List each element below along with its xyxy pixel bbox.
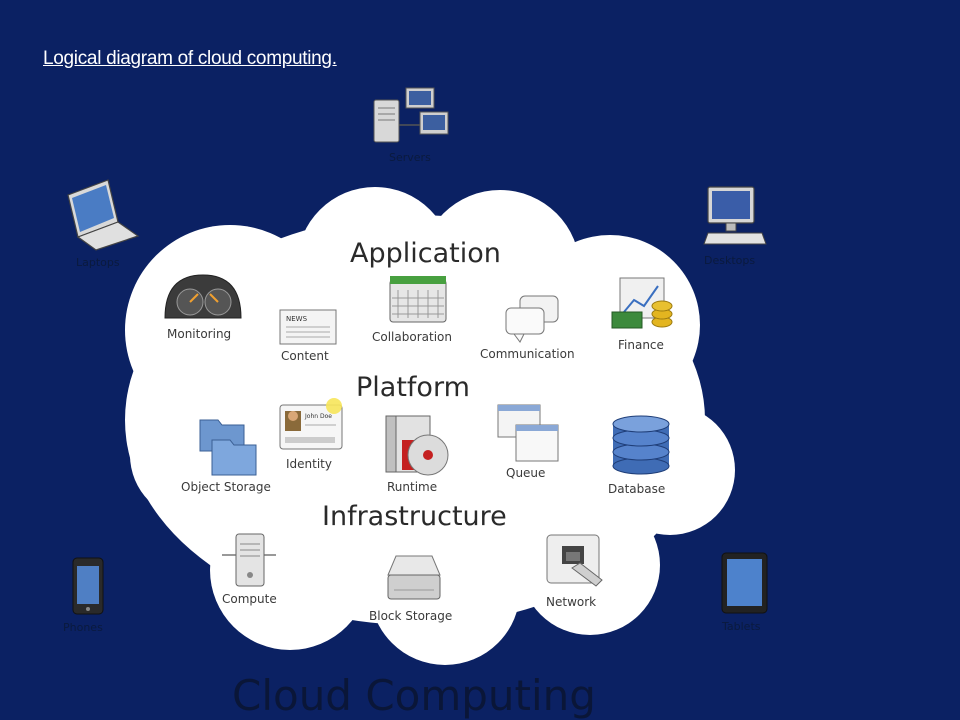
database-icon bbox=[612, 415, 670, 475]
section-platform: Platform bbox=[356, 372, 470, 403]
news-text: NEWS bbox=[286, 315, 308, 323]
slide-title: Logical diagram of cloud computing. bbox=[43, 48, 337, 69]
runtime-icon bbox=[385, 415, 449, 476]
laptops-label: Laptops bbox=[76, 256, 120, 269]
servers-label: Servers bbox=[389, 151, 431, 164]
monitoring-label: Monitoring bbox=[167, 327, 231, 341]
compute-icon bbox=[222, 533, 276, 587]
communication-icon bbox=[505, 295, 559, 343]
finance-icon bbox=[611, 277, 673, 329]
phone-icon bbox=[72, 557, 104, 615]
section-infrastructure: Infrastructure bbox=[322, 501, 507, 532]
queue-icon bbox=[497, 404, 559, 462]
communication-label: Communication bbox=[480, 347, 575, 361]
collaboration-label: Collaboration bbox=[372, 330, 452, 344]
block-storage-icon bbox=[387, 555, 441, 600]
content-icon: NEWS bbox=[279, 309, 337, 345]
laptop-icon bbox=[67, 179, 140, 251]
queue-label: Queue bbox=[506, 466, 545, 480]
network-label: Network bbox=[546, 595, 596, 609]
block-storage-label: Block Storage bbox=[369, 609, 452, 623]
identity-icon: John Doe bbox=[279, 398, 343, 450]
tablets-label: Tablets bbox=[721, 620, 761, 633]
servers-icon bbox=[373, 87, 449, 143]
runtime-label: Runtime bbox=[387, 480, 437, 494]
section-application: Application bbox=[350, 238, 501, 269]
desktop-icon bbox=[703, 186, 767, 245]
john-doe-text: John Doe bbox=[304, 413, 332, 420]
network-icon bbox=[546, 534, 603, 587]
compute-label: Compute bbox=[222, 592, 277, 606]
identity-label: Identity bbox=[286, 457, 332, 471]
cloud-shape bbox=[125, 187, 735, 665]
collaboration-icon bbox=[389, 276, 447, 323]
content-label: Content bbox=[281, 349, 329, 363]
object-storage-icon bbox=[199, 419, 257, 476]
finance-label: Finance bbox=[618, 338, 664, 352]
monitoring-icon bbox=[164, 274, 242, 319]
tablet-icon bbox=[721, 552, 768, 614]
desktops-label: Desktops bbox=[704, 254, 755, 267]
phones-label: Phones bbox=[63, 621, 103, 634]
cloud-computing-footer-title: Cloud Computing bbox=[232, 671, 596, 720]
object-storage-label: Object Storage bbox=[181, 480, 271, 494]
database-label: Database bbox=[608, 482, 665, 496]
